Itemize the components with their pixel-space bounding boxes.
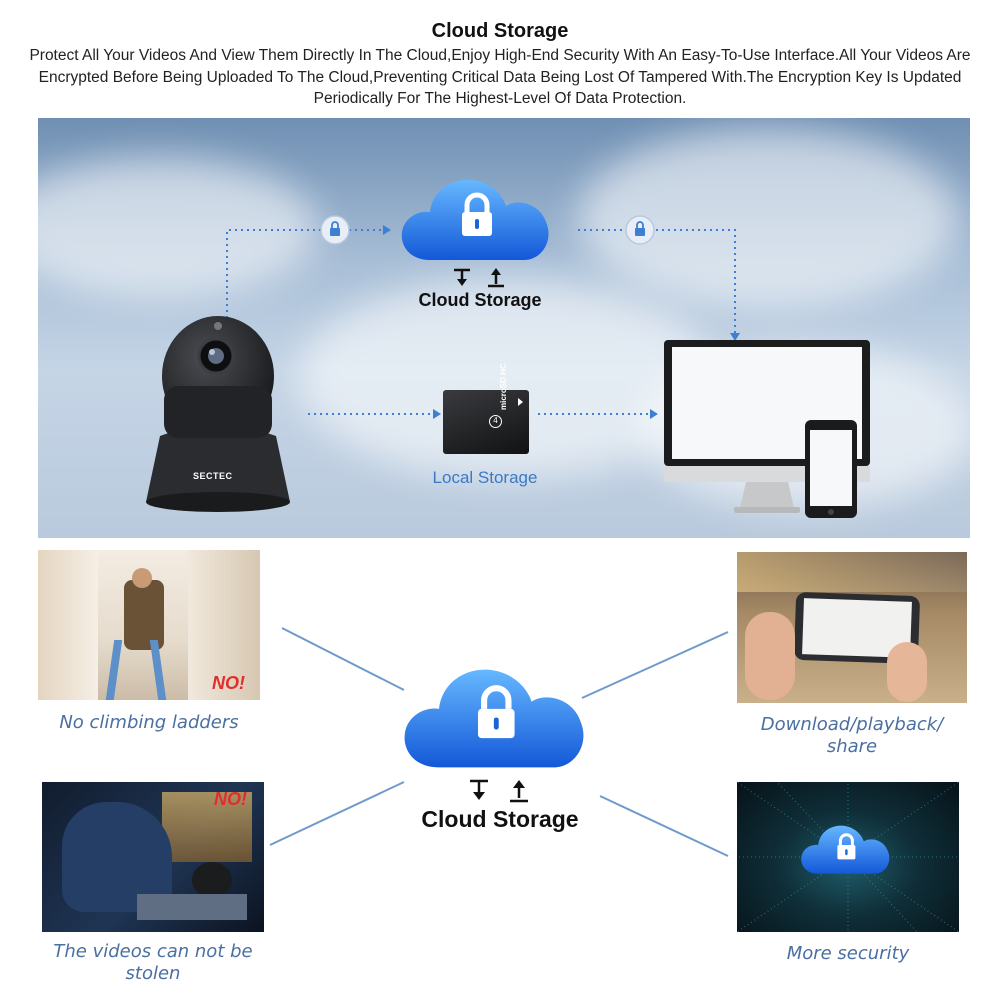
upload-download-arrows-icon — [454, 268, 504, 288]
cloud-to-monitor-line — [578, 229, 736, 333]
camera-brand-label: SECTEC — [193, 471, 233, 481]
thief-photo — [42, 782, 264, 932]
center-upload-download-arrows-icon — [470, 779, 528, 803]
security-camera-icon — [146, 316, 290, 512]
sd-card-icon: microSD HC 4 — [443, 363, 529, 454]
hero-cloud-label: Cloud Storage — [418, 290, 542, 310]
center-cloud-lock-icon — [404, 669, 584, 768]
lock-badge-right — [625, 215, 655, 245]
cloud-lock-icon — [401, 179, 549, 260]
lock-badge-left — [320, 215, 350, 245]
caption-no-climbing: No climbing ladders — [59, 712, 239, 733]
ladder-photo — [38, 550, 260, 700]
smartphone-icon — [805, 420, 857, 518]
no-badge-thief: NO! — [214, 789, 247, 809]
data-flow-lines — [226, 215, 740, 419]
sd-card-class: 4 — [489, 415, 502, 428]
small-cloud-lock-icon — [801, 825, 890, 874]
security-network-photo — [737, 782, 959, 932]
local-storage-label: Local Storage — [432, 468, 538, 487]
caption-download-playback: Download/playback/ share — [760, 714, 944, 757]
sd-card-text: microSD HC — [499, 363, 508, 410]
intro-text: Protect All Your Videos And View Them Di… — [29, 47, 971, 107]
camera-to-cloud-line — [226, 229, 383, 318]
caption-not-stolen: The videos can not be stolen — [53, 941, 253, 984]
page-title: Cloud Storage — [431, 20, 569, 42]
caption-more-security: More security — [786, 943, 910, 964]
sd-card-arrow — [518, 398, 523, 406]
phone-playback-photo — [737, 552, 967, 703]
center-cloud-label: Cloud Storage — [421, 806, 579, 832]
monitor-icon — [664, 340, 870, 513]
hero-diagram: Cloud Storage SECTEC microSD HC 4 Local … — [38, 118, 970, 538]
feature-connector-lines — [269, 627, 729, 857]
no-badge-ladder: NO! — [212, 673, 245, 693]
